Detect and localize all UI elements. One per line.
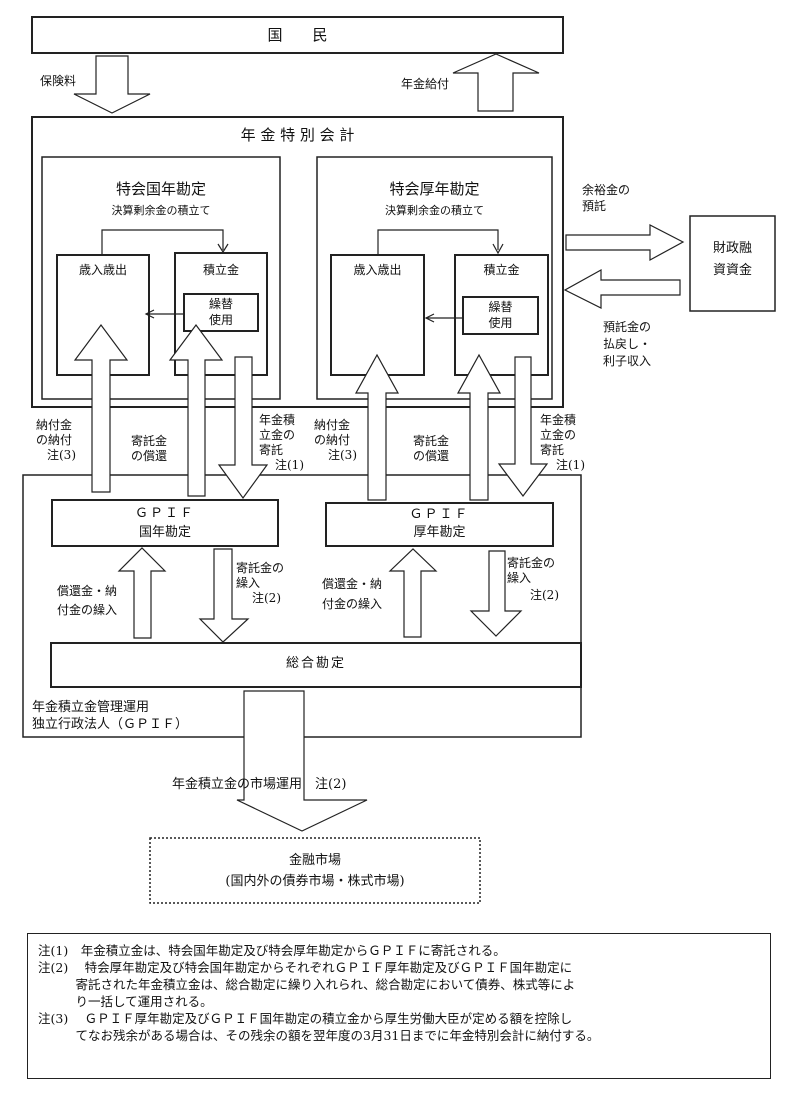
gpif-kokunen-up-label-2: 付金の繰入 xyxy=(57,603,118,617)
kokunen-revenue-label: 歳入歳出 xyxy=(78,263,127,277)
kokunen-reserve-label: 積立金 xyxy=(202,263,239,277)
kokunen-shokan-arrow xyxy=(168,323,224,497)
haraimodoshi-label-3: 利子収入 xyxy=(603,354,652,368)
gpif-kokunen-box xyxy=(51,499,279,547)
market-box xyxy=(149,837,481,904)
gpif-kounen-down-label-1: 寄託金の xyxy=(507,556,556,570)
kokumin-box xyxy=(31,16,564,54)
gpif-kokunen-up-label-1: 償還金・納 xyxy=(57,584,118,598)
kounen-shokan-label-1: 寄託金 xyxy=(413,434,450,448)
kokunen-nofu-arrow xyxy=(73,323,129,493)
kokunen-subtitle: 決算剰余金の積立て xyxy=(111,204,211,217)
kounen-transfer-label-2: 使用 xyxy=(488,316,513,330)
kounen-shokan-label-2: の償還 xyxy=(413,449,450,463)
kokunen-kitaku-label-3: 寄託 xyxy=(259,443,284,457)
gpif-kokunen-label-2: 国年勘定 xyxy=(138,525,191,540)
kounen-reserve-label: 積立金 xyxy=(483,263,520,277)
sogo-label: 総合勘定 xyxy=(285,656,346,671)
gpif-kokunen-down-label-3: 注(2) xyxy=(252,591,281,605)
kounen-kitaku-label-1: 年金積 xyxy=(540,413,577,427)
kounen-kitaku-label-3: 寄託 xyxy=(540,443,565,457)
kounen-kitaku-label-4: 注(1) xyxy=(556,458,585,472)
gpif-kounen-down-label-2: 繰入 xyxy=(507,571,532,585)
kokumin-label: 国 民 xyxy=(267,26,328,44)
kounen-nofu-arrow xyxy=(354,353,400,501)
kounen-transfer-box xyxy=(462,296,539,335)
zaito-box xyxy=(689,215,776,312)
nenkin-kyufu-label: 年金給付 xyxy=(401,77,450,91)
hokenryo-arrow xyxy=(73,55,151,114)
kokunen-nofu-label-2: の納付 xyxy=(36,433,73,447)
gpif-kounen-up-label-2: 付金の繰入 xyxy=(322,597,383,611)
yoyukin-label-1: 余裕金の xyxy=(582,183,631,197)
kounen-surplus-arrowhead xyxy=(492,243,504,255)
kounen-nofu-label-2: の納付 xyxy=(314,433,351,447)
kounen-kitaku-arrow xyxy=(497,356,549,497)
note-1: 注(1) 年金積立金は、特会国年勘定及び特会厚年勘定からＧＰＩＦに寄託される。 xyxy=(38,943,506,958)
note-3-line-2: てなお残余がある場合は、その残余の額を翌年度の3月31日までに年金特別会計に納付… xyxy=(38,1028,600,1043)
gpif-kokunen-down-label-2: 繰入 xyxy=(236,576,261,590)
gpif-kokunen-label-1: ＧＰＩＦ xyxy=(134,506,195,521)
kokunen-surplus-line xyxy=(101,229,224,255)
kokunen-kitaku-label-2: 立金の xyxy=(259,428,296,442)
gpif-kounen-up-label-1: 償還金・納 xyxy=(322,577,383,591)
hokenryo-label: 保険料 xyxy=(40,74,77,88)
kokunen-nofu-label-1: 納付金 xyxy=(36,418,73,432)
note-2-line-1: 注(2) 特会厚年勘定及び特会国年勘定からそれぞれＧＰＩＦ厚年勘定及びＧＰＩＦ国… xyxy=(38,960,573,975)
note-2-line-2: 寄託された年金積立金は、総合勘定に繰り入れられ、総合勘定において債券、株式等によ xyxy=(38,977,576,992)
gpif-org-label-1: 年金積立金管理運用 xyxy=(32,700,150,715)
kokunen-kitaku-label-4: 注(1) xyxy=(275,458,304,472)
note-2-line-3: り一括して運用される。 xyxy=(38,994,213,1009)
kounen-title: 特会厚年勘定 xyxy=(389,180,480,198)
gpif-kounen-label-2: 厚年勘定 xyxy=(413,525,466,540)
gpif-kounen-down-label-3: 注(2) xyxy=(530,588,559,602)
gpif-kokunen-down-label-1: 寄託金の xyxy=(236,561,285,575)
market-flow-label: 年金積立金の市場運用 注(2) xyxy=(172,777,347,792)
zaito-label-1: 財政融 xyxy=(712,241,752,256)
market-label-2: (国内外の債券市場・株式市場) xyxy=(225,874,405,889)
kokunen-kitaku-arrow xyxy=(217,356,269,500)
kokunen-shokan-label-1: 寄託金 xyxy=(131,434,168,448)
kounen-transfer-arrowhead xyxy=(424,313,435,323)
gpif-kokunen-down-arrow xyxy=(198,548,250,643)
kounen-nofu-label-1: 納付金 xyxy=(314,418,351,432)
yoyukin-arrow xyxy=(565,224,685,262)
kokunen-transfer-arrowhead xyxy=(144,309,155,319)
kounen-shokan-arrow xyxy=(456,353,502,501)
kounen-transfer-label-1: 繰替 xyxy=(488,300,513,314)
kounen-kitaku-label-2: 立金の xyxy=(540,428,577,442)
kokunen-kitaku-label-1: 年金積 xyxy=(259,413,296,427)
kounen-revenue-label: 歳入歳出 xyxy=(353,263,402,277)
nenkin-kyufu-arrow xyxy=(452,53,540,112)
gpif-org-label-2: 独立行政法人（ＧＰＩＦ） xyxy=(32,717,189,732)
gpif-kokunen-up-arrow xyxy=(117,547,167,639)
yoyukin-label-2: 預託 xyxy=(582,199,607,213)
kounen-subtitle: 決算剰余金の積立て xyxy=(385,204,484,217)
note-3-line-1: 注(3) ＧＰＩＦ厚年勘定及びＧＰＩＦ国年勘定の積立金から厚生労働大臣が定める額… xyxy=(38,1011,573,1026)
market-label-1: 金融市場 xyxy=(288,853,341,868)
kokunen-shokan-label-2: の償還 xyxy=(131,449,168,463)
kokunen-transfer-label-1: 繰替 xyxy=(208,297,233,311)
kokunen-nofu-label-3: 注(3) xyxy=(47,448,76,462)
haraimodoshi-label-1: 預託金の xyxy=(603,320,652,334)
gpif-kounen-box xyxy=(325,502,554,547)
zaito-label-2: 資資金 xyxy=(712,263,752,278)
kokunen-surplus-arrowhead xyxy=(217,243,229,254)
gpif-kounen-down-arrow xyxy=(469,550,523,637)
gpif-kounen-label-1: ＧＰＩＦ xyxy=(409,507,470,522)
sogo-box xyxy=(50,642,582,688)
notes-box: 注(1) 年金積立金は、特会国年勘定及び特会厚年勘定からＧＰＩＦに寄託される。 … xyxy=(27,933,771,1079)
haraimodoshi-label-2: 払戻し・ xyxy=(603,337,652,351)
kokunen-transfer-label-2: 使用 xyxy=(208,313,233,327)
kounen-surplus-line xyxy=(377,229,499,255)
special-account-title: 年 金 特 別 会 計 xyxy=(240,126,355,144)
kokunen-title: 特会国年勘定 xyxy=(115,180,206,198)
kounen-nofu-label-3: 注(3) xyxy=(328,448,357,462)
market-flow-arrow xyxy=(236,690,368,832)
gpif-kounen-up-arrow xyxy=(388,548,438,638)
haraimodoshi-arrow xyxy=(563,268,681,309)
